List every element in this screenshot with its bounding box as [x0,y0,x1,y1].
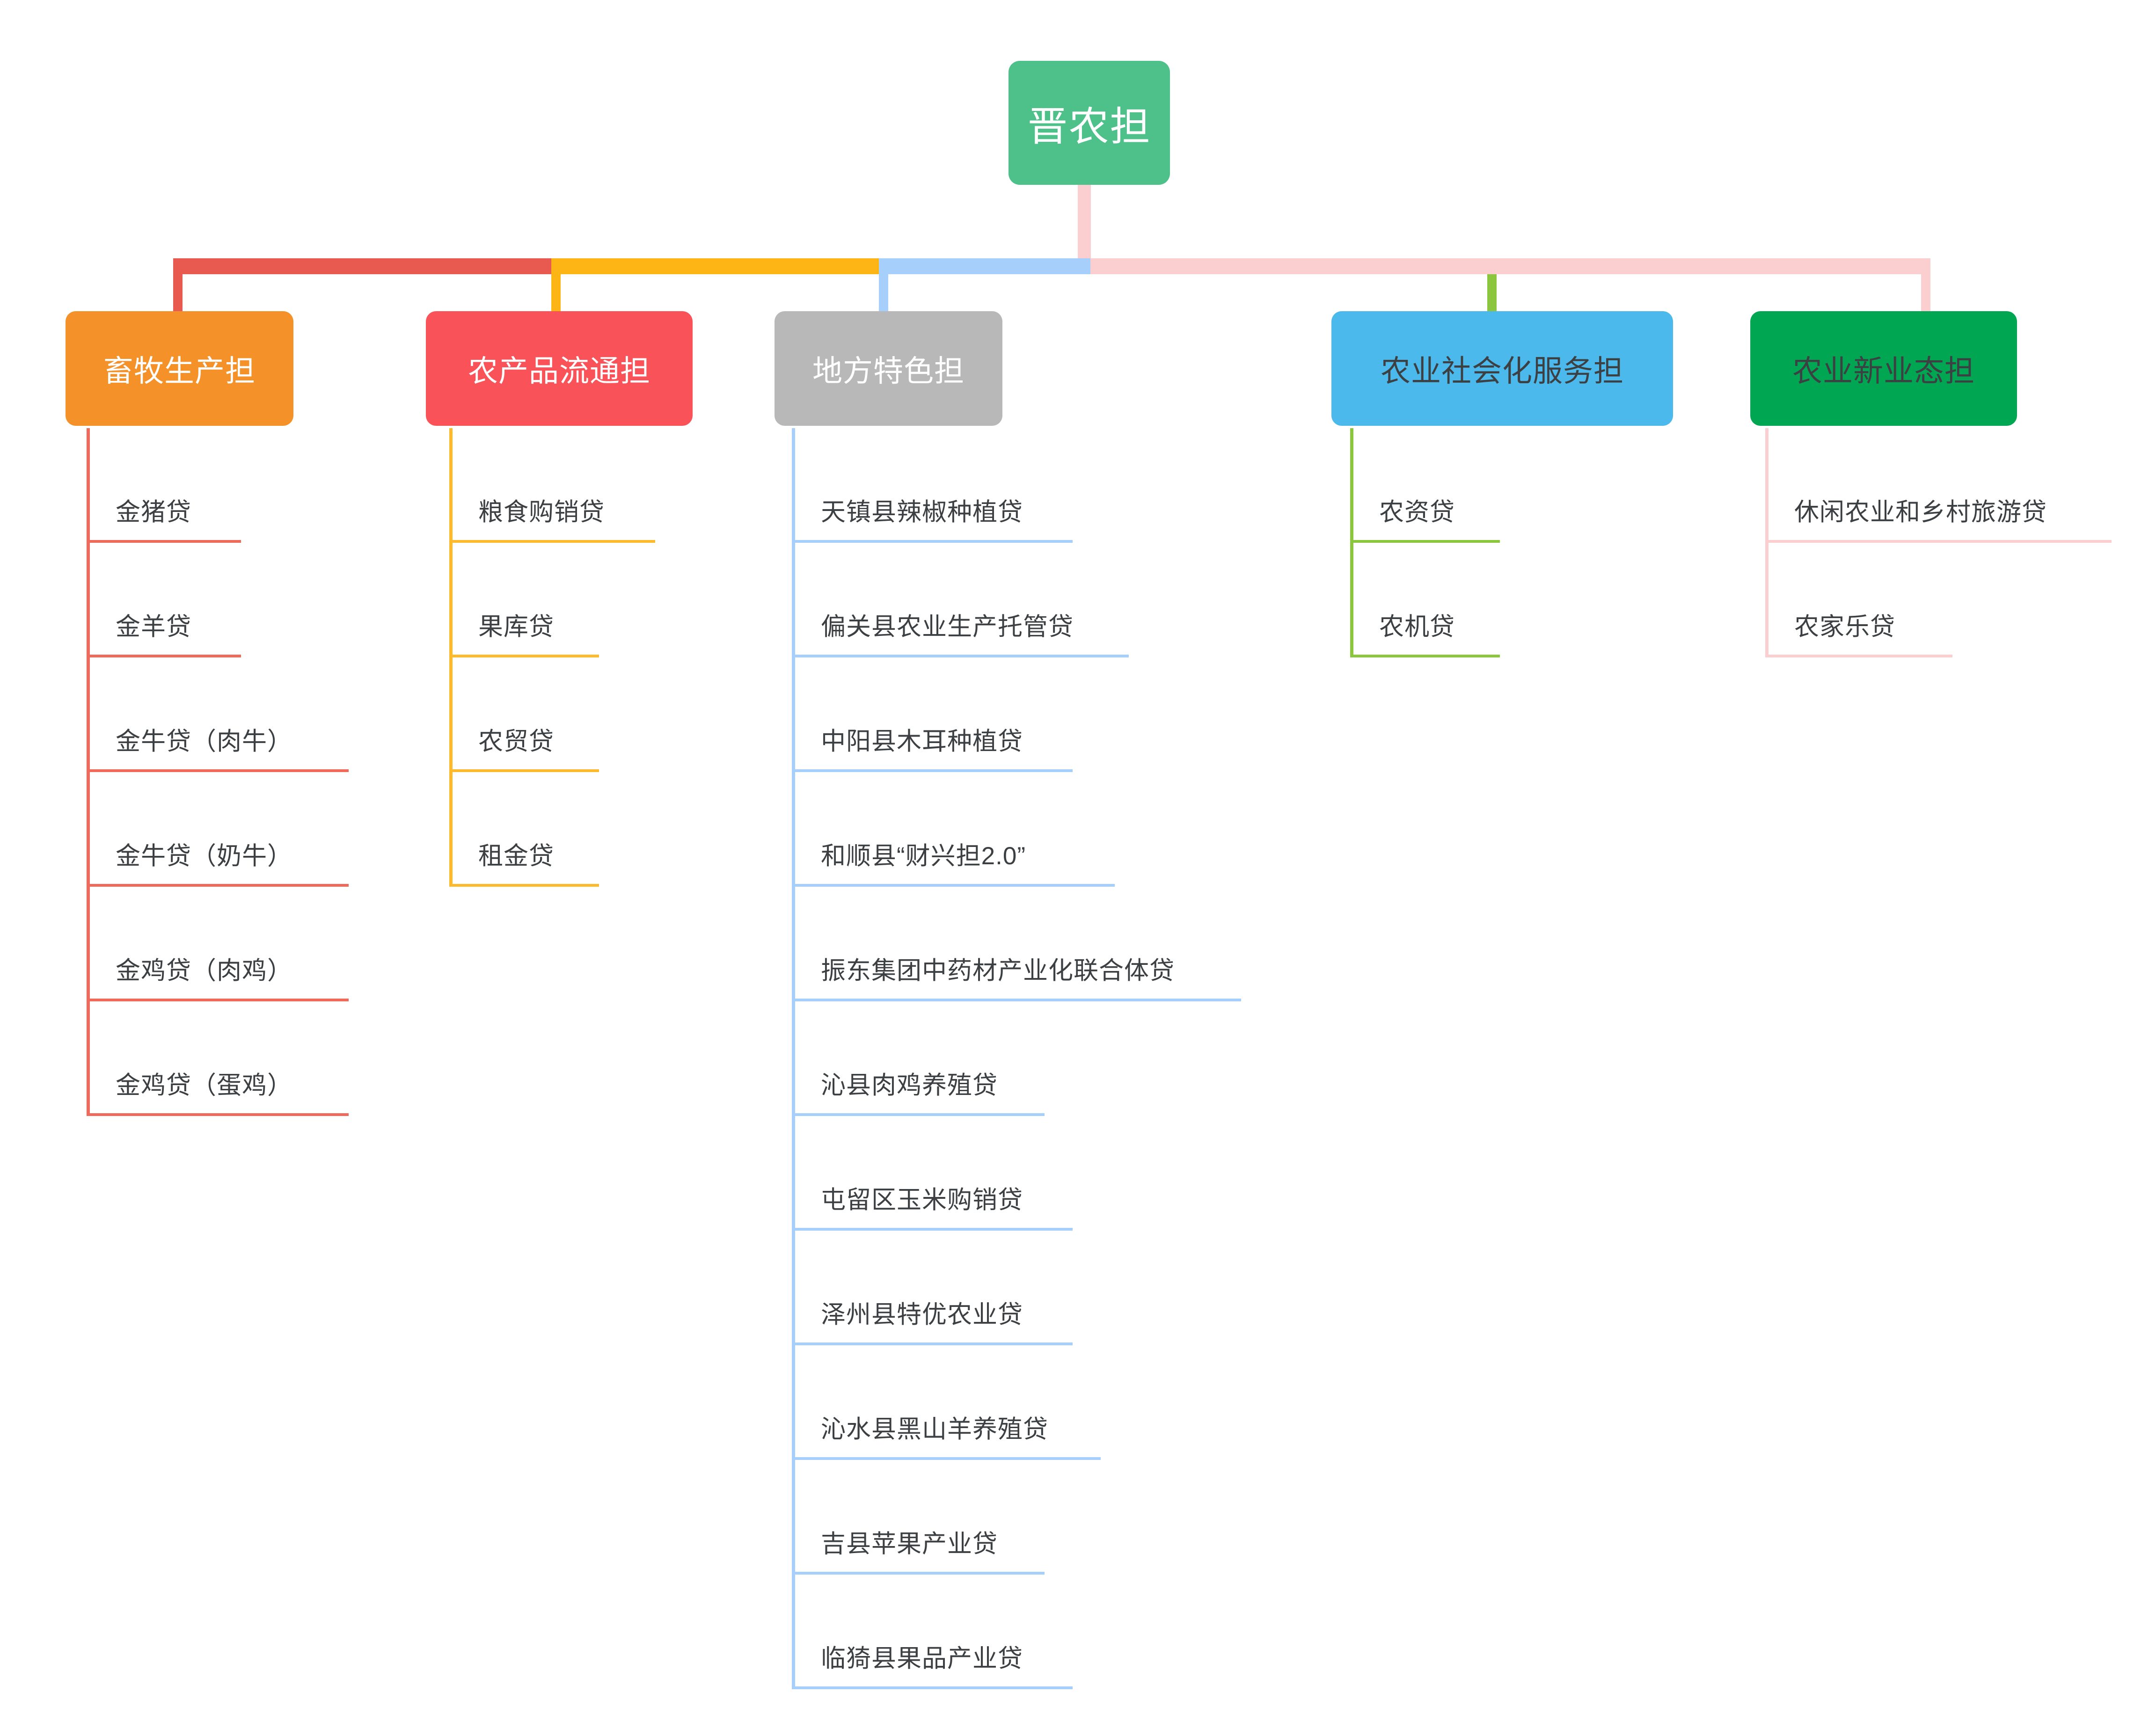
leaf-label: 振东集团中药材产业化联合体贷 [821,957,1175,985]
leaf-underline [792,1113,1045,1116]
leaf-underline [1350,655,1500,657]
leaf-underline [449,884,599,887]
leaf-trunk-line-new-business [1765,428,1769,657]
leaf-underline [87,655,241,657]
leaf-underline [792,999,1241,1001]
leaf-trunk-line-social-service [1350,428,1353,657]
leaf-underline [87,769,349,772]
leaf-label: 和顺县“财兴担2.0” [821,842,1026,870]
leaf-label: 农家乐贷 [1794,613,1895,641]
branch-drop-local [879,274,888,312]
leaf-underline [87,999,349,1001]
branch-drop-livestock [173,274,183,312]
leaf-label: 沁县肉鸡养殖贷 [821,1072,998,1099]
category-box-livestock[interactable]: 畜牧生产担 [66,311,293,426]
leaf-label: 粮食购销贷 [478,498,605,526]
category-box-social-service[interactable]: 农业社会化服务担 [1331,311,1673,426]
trunk-segment-red [173,258,551,274]
leaf-label: 农资贷 [1379,498,1455,526]
leaf-label: 金牛贷（肉牛） [116,728,292,755]
leaf-underline [1765,540,2112,543]
leaf-underline [449,769,599,772]
leaf-underline [1765,655,1952,657]
leaf-underline [792,1686,1073,1689]
root-stem-connector [1078,184,1091,260]
leaf-underline [792,1457,1101,1460]
leaf-underline [792,884,1115,887]
root-node[interactable]: 晋农担 [1009,61,1170,185]
leaf-label: 金鸡贷（蛋鸡） [116,1072,292,1099]
leaf-label: 金牛贷（奶牛） [116,842,292,870]
leaf-underline [449,540,655,543]
leaf-label: 中阳县木耳种植贷 [821,728,1023,755]
leaf-label: 屯留区玉米购销贷 [821,1186,1023,1214]
leaf-underline [87,540,241,543]
leaf-label: 金鸡贷（肉鸡） [116,957,292,985]
leaf-underline [792,655,1129,657]
trunk-segment-pink [1090,258,1930,274]
trunk-segment-yellow [551,258,879,274]
trunk-segment-lightblue [879,258,1090,274]
leaf-label: 天镇县辣椒种植贷 [821,498,1023,526]
leaf-label: 偏关县农业生产托管贷 [821,613,1074,641]
leaf-label: 泽州县特优农业贷 [821,1301,1023,1328]
leaf-underline [87,1113,349,1116]
leaf-trunk-line-circulation [449,428,453,887]
leaf-label: 农贸贷 [478,728,554,755]
leaf-underline [792,1342,1073,1345]
category-box-local[interactable]: 地方特色担 [775,311,1002,426]
leaf-trunk-line-local [792,428,795,1689]
leaf-trunk-line-livestock [87,428,90,1116]
leaf-label: 休闲农业和乡村旅游贷 [1794,498,2047,526]
leaf-underline [449,655,599,657]
leaf-underline [87,884,349,887]
leaf-label: 果库贷 [478,613,554,641]
branch-drop-new-business [1921,274,1930,312]
leaf-label: 吉县苹果产业贷 [821,1530,998,1558]
leaf-label: 临猗县果品产业贷 [821,1645,1023,1672]
branch-drop-social-service [1487,274,1497,312]
leaf-label: 金猪贷 [116,498,191,526]
leaf-label: 金羊贷 [116,613,191,641]
leaf-underline [792,1228,1073,1231]
leaf-underline [792,769,1073,772]
leaf-underline [792,1572,1045,1575]
leaf-label: 租金贷 [478,842,554,870]
category-box-new-business[interactable]: 农业新业态担 [1750,311,2017,426]
leaf-label: 农机贷 [1379,613,1455,641]
leaf-underline [1350,540,1500,543]
leaf-label: 沁水县黑山羊养殖贷 [821,1415,1048,1443]
category-box-circulation[interactable]: 农产品流通担 [426,311,693,426]
leaf-underline [792,540,1073,543]
branch-drop-circulation [551,274,561,312]
